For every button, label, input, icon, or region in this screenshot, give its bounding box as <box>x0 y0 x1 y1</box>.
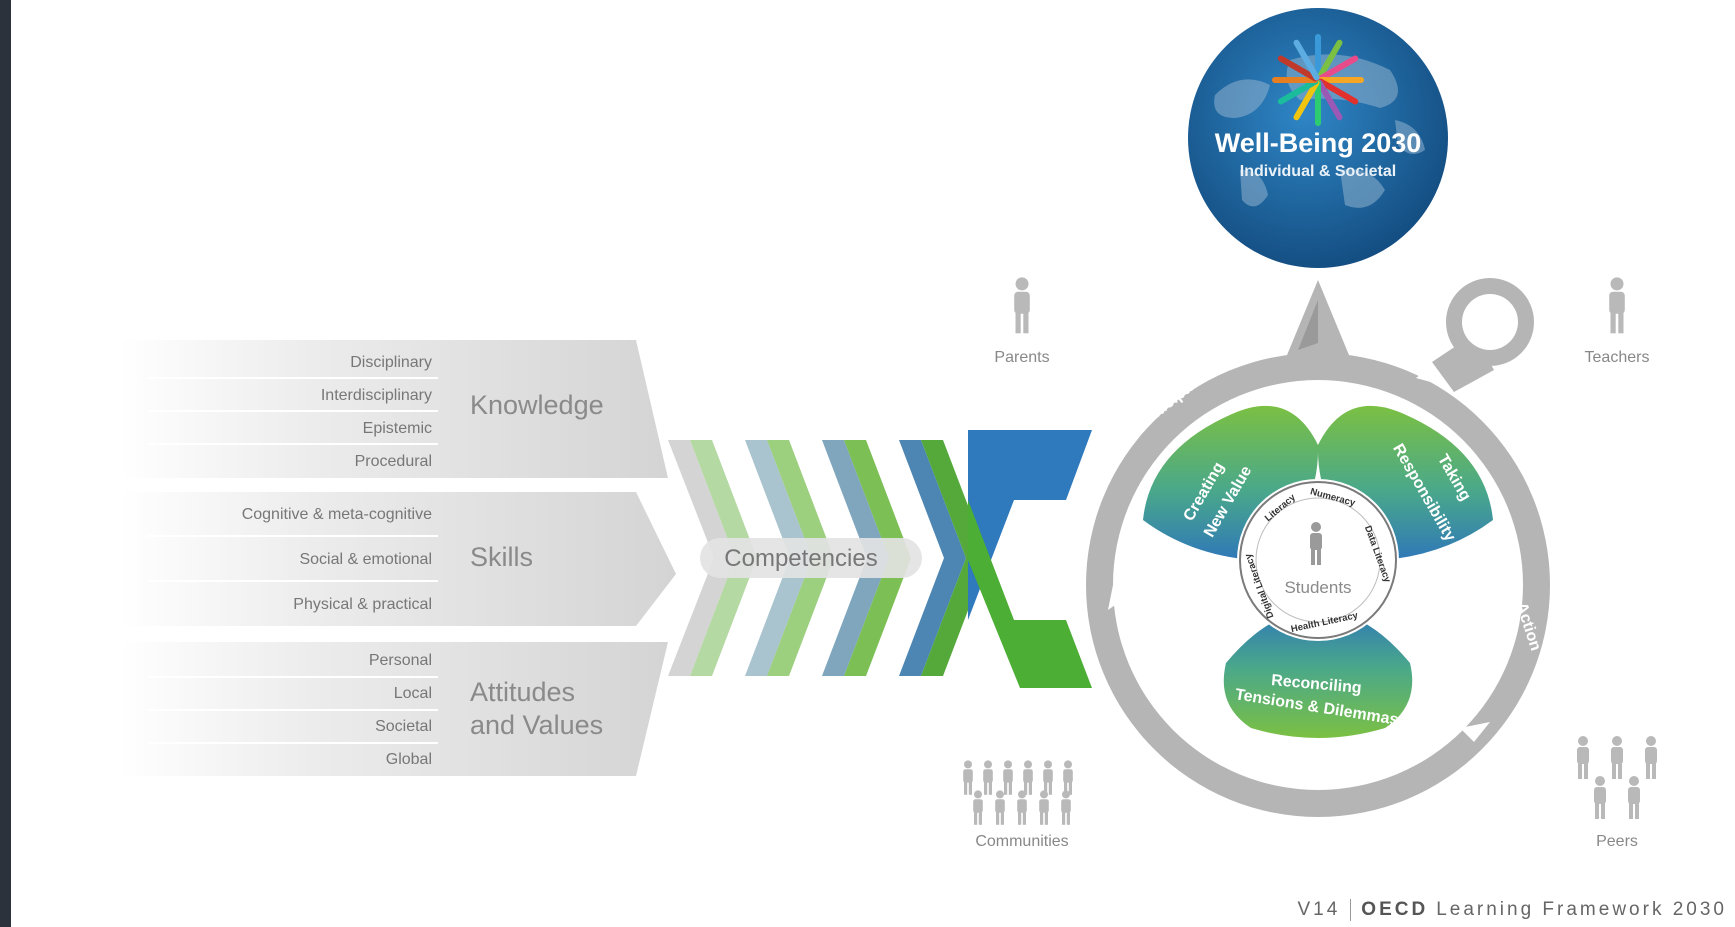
divider <box>148 535 438 537</box>
communities-group: Communities <box>963 760 1073 850</box>
teacher-figure <box>1609 277 1625 334</box>
skills-band: Cognitive & meta-cognitive Social & emot… <box>120 492 676 626</box>
compass: Students Literacy Numeracy Data Literacy… <box>1086 278 1550 817</box>
attitudes-band: Personal Local Societal Global Attitudes… <box>120 642 668 776</box>
oecd-star-logo <box>1272 34 1364 126</box>
petal-reconciling-tensions <box>1223 610 1413 738</box>
teachers-label: Teachers <box>1585 349 1650 366</box>
oecd-label: OECD <box>1361 899 1429 920</box>
knowledge-item-disciplinary: Disciplinary <box>350 354 432 371</box>
ring-arrow-left <box>1108 570 1128 610</box>
attitudes-item-local: Local <box>394 685 432 702</box>
divider <box>148 709 438 711</box>
knowledge-item-epistemic: Epistemic <box>363 420 432 437</box>
wellbeing-globe: Well-Being 2030 Individual & Societal <box>1188 8 1448 268</box>
attitudes-title-line2: and Values <box>470 710 603 740</box>
students-label: Students <box>1284 578 1351 597</box>
divider <box>148 676 438 678</box>
divider <box>148 410 438 412</box>
parents-label: Parents <box>994 349 1049 366</box>
skills-item-physical: Physical & practical <box>293 596 432 613</box>
knowledge-item-procedural: Procedural <box>355 453 432 470</box>
competencies-label: Competencies <box>724 545 877 572</box>
ring-arrow-bottom-right <box>1460 722 1490 742</box>
attitudes-item-societal: Societal <box>375 718 432 735</box>
knowledge-title: Knowledge <box>470 390 604 420</box>
footer: V14 OECD Learning Framework 2030 <box>1297 899 1727 921</box>
peers-group: Peers <box>1577 736 1657 850</box>
divider <box>148 580 438 582</box>
weave-green-bracket <box>968 500 1092 688</box>
divider <box>148 742 438 744</box>
compass-loop <box>1432 278 1534 392</box>
attitudes-title-line1: Attitudes <box>470 677 575 707</box>
wellbeing-title: Well-Being 2030 <box>1215 128 1422 158</box>
literacy-ring-border <box>1239 481 1397 639</box>
knowledge-band: Disciplinary Interdisciplinary Epistemic… <box>120 340 668 478</box>
parents-group: Parents <box>994 277 1050 366</box>
stakeholders: Parents Teachers Communities Peer <box>963 277 1657 850</box>
attitudes-item-personal: Personal <box>369 652 432 669</box>
wellbeing-subtitle: Individual & Societal <box>1240 163 1396 180</box>
framework-title: Learning Framework 2030 <box>1436 899 1727 920</box>
divider <box>148 443 438 445</box>
competencies-pill-bg <box>700 538 922 578</box>
divider <box>148 377 438 379</box>
competencies-pill: Competencies <box>700 538 922 578</box>
communities-label: Communities <box>975 833 1068 850</box>
parent-figure <box>1014 277 1030 334</box>
weave-strip-blue <box>899 440 966 676</box>
skills-title: Skills <box>470 542 533 572</box>
compass-pointer-shade <box>1298 300 1318 350</box>
ring-arrow-top-right <box>1416 360 1440 384</box>
version-label: V14 <box>1297 899 1352 921</box>
globe-continents <box>1214 54 1425 208</box>
skills-band-shape <box>120 492 676 626</box>
attitudes-item-global: Global <box>386 751 432 768</box>
teachers-group: Teachers <box>1585 277 1650 366</box>
skills-item-cognitive: Cognitive & meta-cognitive <box>242 506 432 523</box>
knowledge-item-interdisciplinary: Interdisciplinary <box>321 387 432 404</box>
skills-item-social: Social & emotional <box>299 551 432 568</box>
peers-label: Peers <box>1596 833 1638 850</box>
weave-blue-bracket <box>968 430 1092 620</box>
